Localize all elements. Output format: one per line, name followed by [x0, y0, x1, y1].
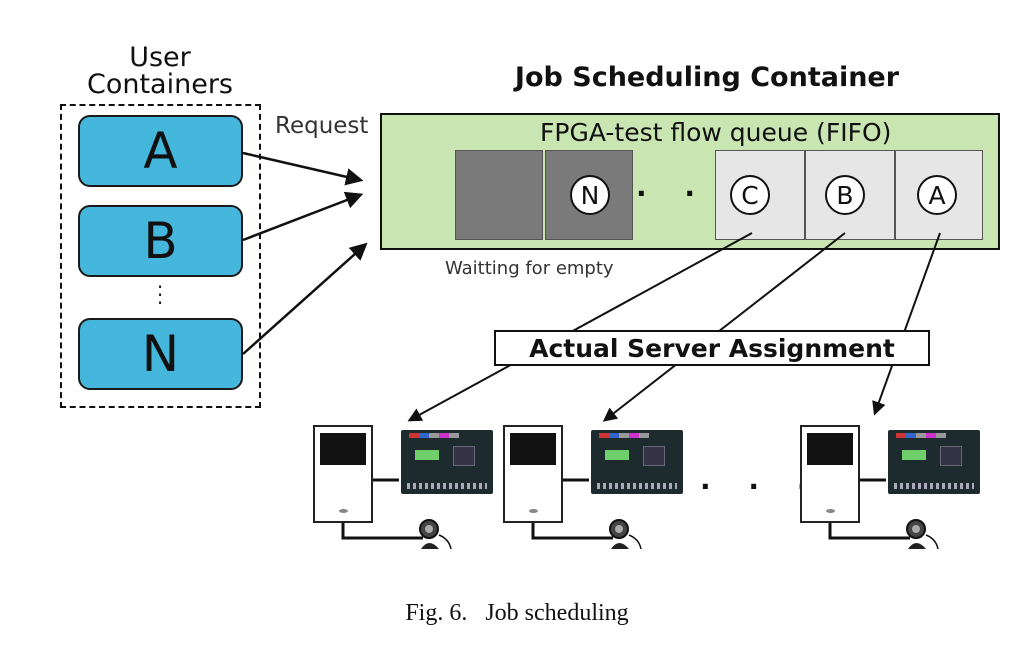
- queue-item-b: B: [825, 175, 865, 215]
- queue-title: FPGA-test flow queue (FIFO): [540, 118, 892, 147]
- webcam-icon: [906, 519, 939, 550]
- webcam-icon: [419, 519, 452, 550]
- request-arrow-n: [242, 242, 368, 355]
- request-arrow-b: [242, 191, 364, 242]
- user-container-n: N: [78, 318, 243, 390]
- figure-caption-text: Job scheduling: [485, 600, 629, 626]
- queue-item-c: C: [730, 175, 770, 215]
- figure-caption: Fig. 6. Job scheduling: [0, 600, 1034, 627]
- fpga-board-icon: [401, 430, 493, 494]
- server-station-1: [313, 425, 503, 555]
- server-tower-icon: [313, 425, 373, 523]
- job-scheduling-title: Job Scheduling Container: [514, 62, 900, 93]
- user-container-a: A: [78, 115, 243, 187]
- cables-icon: [828, 478, 910, 540]
- actual-server-assignment-label: Actual Server Assignment: [494, 330, 930, 366]
- figure-label: Fig. 6.: [405, 600, 468, 626]
- fpga-board-icon: [591, 430, 683, 494]
- waiting-label: Waitting for empty: [445, 258, 614, 279]
- queue-item-n: N: [570, 175, 610, 215]
- fpga-board-icon: [888, 430, 980, 494]
- queue-item-a: A: [917, 175, 957, 215]
- user-containers-title-line2: Containers: [86, 69, 233, 100]
- user-containers-group: [60, 104, 261, 408]
- webcam-icon: [609, 519, 642, 550]
- cables-icon: [341, 478, 423, 540]
- request-label: Request: [275, 113, 369, 139]
- queue-slot-empty: [455, 150, 543, 240]
- assign-arrow-a: [872, 232, 941, 416]
- request-arrow-a: [242, 151, 364, 186]
- assign-arrow-c: [407, 232, 753, 422]
- user-containers-title-line1: User: [129, 42, 191, 73]
- servers-ellipsis: · · ·: [700, 470, 822, 503]
- server-station-2: [503, 425, 693, 555]
- server-tower-icon: [800, 425, 860, 523]
- server-tower-icon: [503, 425, 563, 523]
- server-station-3: [800, 425, 990, 555]
- assign-arrow-b: [602, 232, 846, 422]
- user-containers-ellipsis: ···: [156, 275, 164, 315]
- user-containers-title: User Containers: [60, 44, 260, 98]
- user-container-b: B: [78, 205, 243, 277]
- cables-icon: [531, 478, 613, 540]
